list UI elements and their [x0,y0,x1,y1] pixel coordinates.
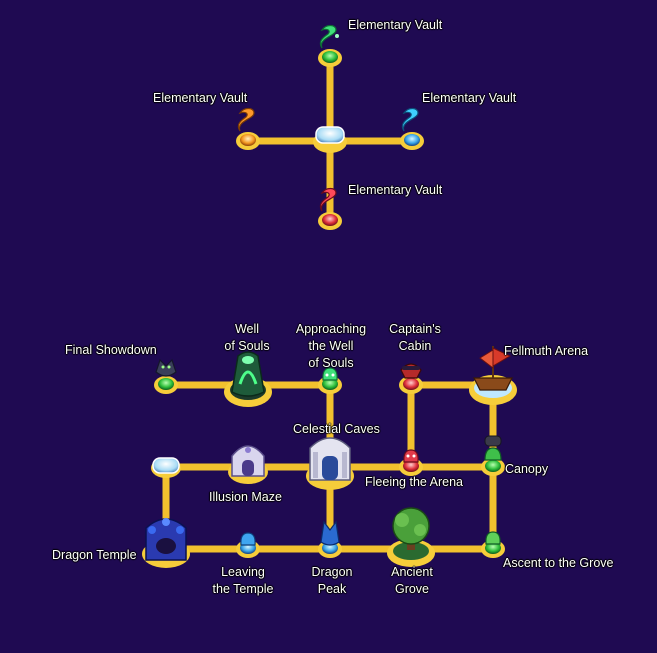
vault-hub-node[interactable] [313,126,347,153]
node-captains-cabin[interactable] [399,363,423,394]
label-captains-cabin-line2: Cabin [398,339,432,353]
label-final-showdown: Final Showdown [65,343,157,357]
label-ancient-grove-line1: Ancient [391,565,433,579]
tree-icon [392,507,430,550]
red-creature-icon [403,449,419,463]
label-vault-north: Elementary Vault [348,18,443,32]
label-vault-west: Elementary Vault [153,91,248,105]
blue-temple-icon [145,518,187,561]
node-dragon-peak[interactable] [318,520,342,558]
label-approaching-well-line1: Approaching [295,322,367,336]
crystal-platform-icon [315,126,345,144]
node-illusion-maze[interactable] [228,445,268,484]
node-leaving-temple[interactable] [236,532,260,558]
label-ancient-grove-line2: Grove [394,582,430,596]
node-ice-platform[interactable] [151,457,181,478]
green-creature-icon [484,447,502,461]
vault-north-node[interactable] [318,24,342,68]
blue-dragon-icon [320,520,340,546]
dark-dragon-icon [155,358,177,377]
red-swirl-icon [319,187,337,212]
label-dragon-peak-line2: Peak [317,582,347,596]
green-vortex-icon [231,351,265,397]
label-fleeing-arena: Fleeing the Arena [365,475,463,489]
blue-swirl-icon [401,107,419,132]
label-well-of-souls: Well of Souls [222,321,272,355]
node-fellmuth-arena[interactable] [469,346,517,405]
green-swirl-icon [319,24,337,49]
label-canopy: Canopy [505,462,549,476]
label-vault-south: Elementary Vault [348,183,443,197]
orange-swirl-icon [237,107,255,132]
label-fellmuth-arena: Fellmuth Arena [504,344,589,358]
silver-temple-icon [309,437,351,481]
maze-gate-icon [231,445,265,477]
vault-south-node[interactable] [318,187,342,231]
label-approaching-well-line2: the Well [308,339,354,353]
label-approaching-well: Approaching the Well of Souls [286,321,376,372]
label-captains-cabin-line1: Captain's [389,322,441,336]
label-vault-east: Elementary Vault [422,91,517,105]
label-dragon-temple: Dragon Temple [52,548,137,562]
pirate-ship-icon [473,346,513,391]
blue-creature-icon [240,532,256,546]
node-dragon-temple[interactable] [142,518,190,568]
node-celestial-caves[interactable] [306,437,354,490]
label-well-of-souls-line1: Well [234,322,260,336]
green-spirit-icon [322,367,338,381]
label-ascent-grove: Ascent to the Grove [503,556,614,570]
label-captains-cabin: Captain's Cabin [385,321,445,355]
vault-west-node[interactable] [236,107,260,151]
node-final-showdown[interactable] [154,358,178,394]
green-sprite-icon [485,531,501,545]
ice-platform-icon [152,457,180,474]
label-well-of-souls-line2: of Souls [224,339,270,353]
label-dragon-peak-line1: Dragon [311,565,353,579]
label-dragon-peak: Dragon Peak [307,564,357,598]
label-leaving-temple: Leaving the Temple [208,564,278,598]
node-ancient-grove[interactable] [387,507,435,567]
label-leaving-temple-line1: Leaving [221,565,265,579]
label-ancient-grove: Ancient Grove [386,564,438,598]
node-ascent-grove[interactable] [481,531,505,558]
node-approaching-well[interactable] [318,367,342,394]
label-leaving-temple-line2: the Temple [212,582,274,596]
label-celestial-caves: Celestial Caves [293,422,380,436]
node-well-of-souls[interactable] [224,351,272,407]
node-canopy[interactable] [481,435,505,476]
vault-east-node[interactable] [400,107,424,151]
label-illusion-maze: Illusion Maze [209,490,282,504]
node-fleeing-arena[interactable] [399,449,423,476]
label-approaching-well-line3: of Souls [308,356,354,370]
